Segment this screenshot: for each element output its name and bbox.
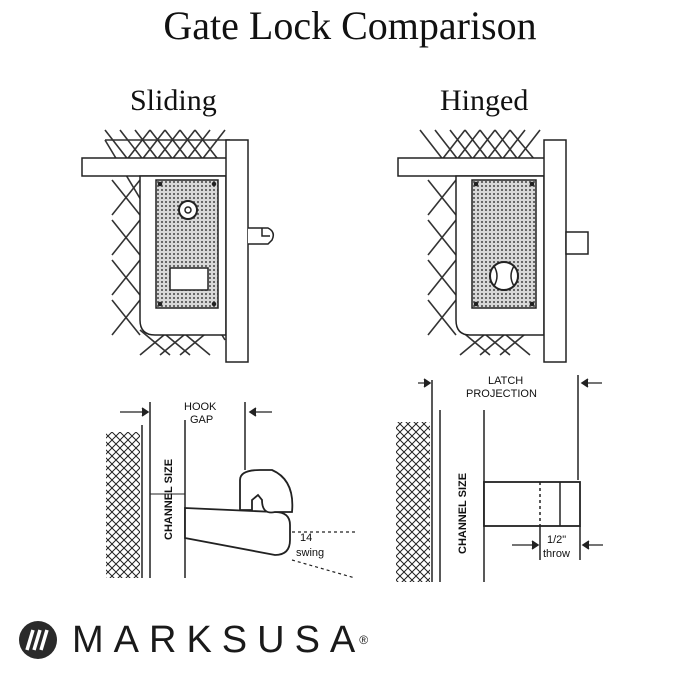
latch-label-2: PROJECTION xyxy=(466,388,537,400)
marks-usa-logo: MARKS USA ® xyxy=(18,618,368,662)
hinged-heading: Hinged xyxy=(440,84,529,117)
hinged-gate-illustration xyxy=(397,129,589,363)
sliding-hook-diagram xyxy=(106,402,356,579)
marks-logo-icon xyxy=(19,621,57,659)
logo-suffix: USA xyxy=(257,618,366,661)
hinged-channel-size-label: CHANNEL SIZE xyxy=(457,473,469,554)
throw-label-1: 1/2" xyxy=(547,534,566,546)
sliding-channel-size-label: CHANNEL SIZE xyxy=(163,459,175,540)
sliding-gate-illustration xyxy=(81,129,275,363)
knob-icon xyxy=(489,261,519,291)
swing-label-1: 14 xyxy=(300,532,312,544)
page-title: Gate Lock Comparison xyxy=(163,3,537,48)
swing-label-2: swing xyxy=(296,547,324,559)
hinged-latch-diagram xyxy=(396,375,603,582)
hinged-chain-link xyxy=(419,129,546,356)
logo-registered-mark: ® xyxy=(359,633,369,647)
sliding-heading: Sliding xyxy=(130,84,217,117)
latch-label-1: LATCH xyxy=(488,375,523,387)
hook-gap-label-1: HOOK xyxy=(184,401,217,413)
logo-brand: MARKS xyxy=(72,618,258,661)
throw-label-2: throw xyxy=(543,548,570,560)
hook-gap-label-2: GAP xyxy=(190,414,213,426)
